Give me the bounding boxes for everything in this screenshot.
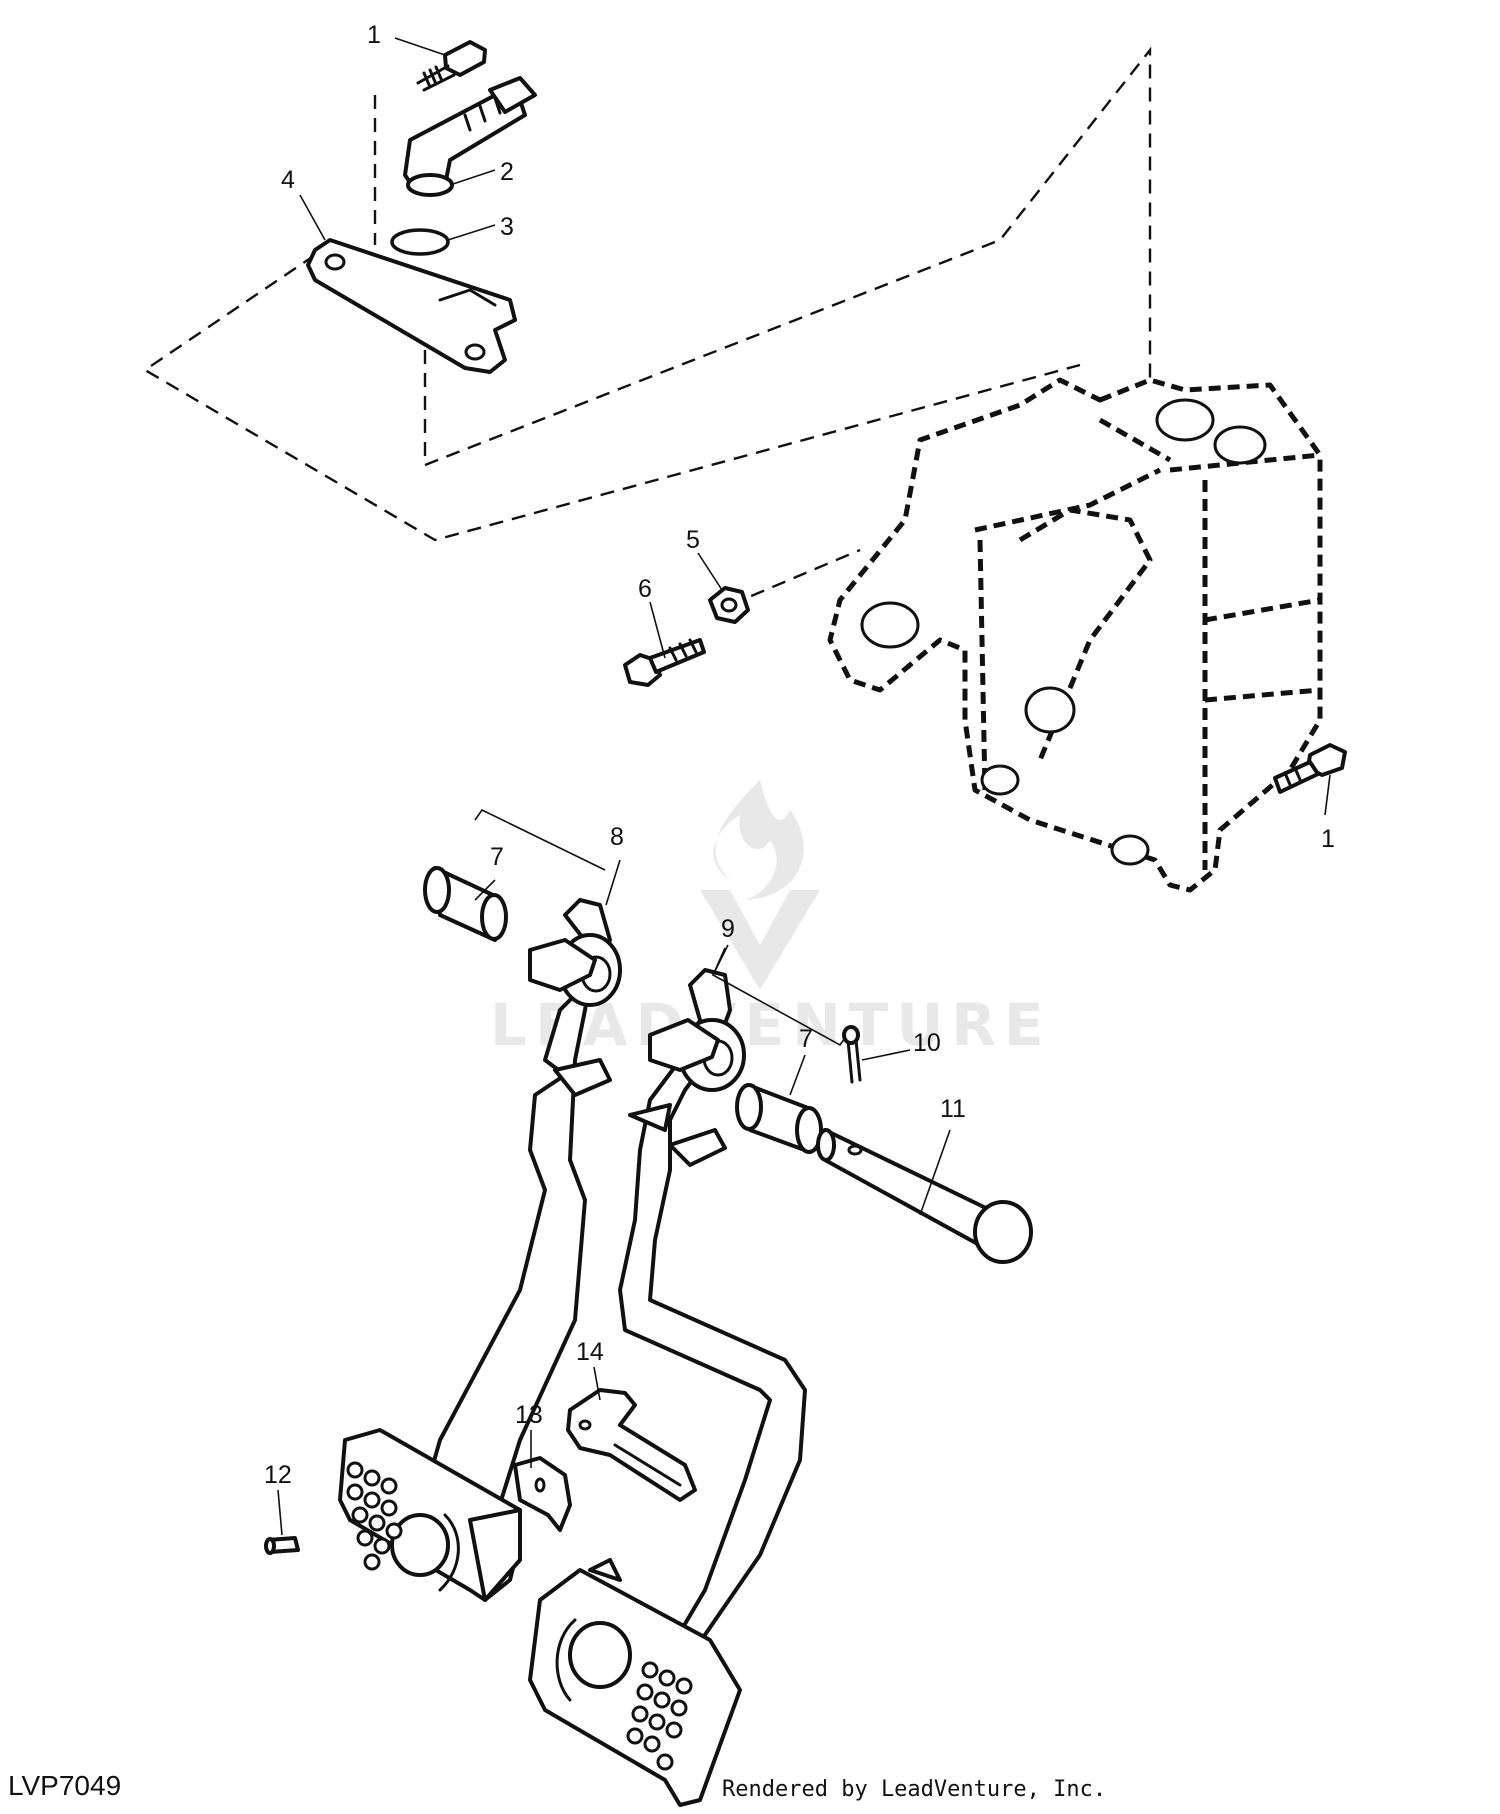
callout-4: 4 bbox=[281, 166, 295, 194]
bolt-right bbox=[1273, 743, 1347, 794]
pedal-left bbox=[338, 898, 622, 1602]
callout-5: 5 bbox=[686, 526, 700, 554]
callout-3: 3 bbox=[500, 213, 514, 241]
spring-clip bbox=[513, 1456, 572, 1532]
flange-nut bbox=[708, 586, 750, 624]
mounting-plate bbox=[306, 238, 517, 374]
o-ring bbox=[390, 228, 450, 256]
callout-2: 2 bbox=[500, 158, 514, 186]
pivot-pin bbox=[816, 1128, 1033, 1264]
callout-10: 10 bbox=[913, 1029, 941, 1057]
callout-1-right: 1 bbox=[1321, 825, 1335, 853]
callout-1-top: 1 bbox=[367, 21, 381, 49]
leader-lines bbox=[277, 37, 1331, 1536]
pad-dimples-right bbox=[626, 1661, 693, 1771]
callout-9: 9 bbox=[721, 915, 735, 943]
callout-8: 8 bbox=[610, 823, 624, 851]
latch-link bbox=[566, 1388, 697, 1502]
callout-6: 6 bbox=[638, 575, 652, 603]
callouts: 1 2 3 4 5 6 1 8 7 9 7 10 11 14 13 12 bbox=[264, 21, 1335, 1489]
valve-housing bbox=[827, 377, 1323, 893]
callout-7-mid: 7 bbox=[799, 1025, 813, 1053]
bushing-right bbox=[735, 1083, 823, 1154]
roll-pin bbox=[264, 1536, 300, 1555]
callout-12: 12 bbox=[264, 1461, 292, 1489]
pedal-right bbox=[528, 968, 807, 1807]
callout-14: 14 bbox=[576, 1338, 604, 1366]
callout-11: 11 bbox=[940, 1095, 966, 1123]
callout-7-top: 7 bbox=[490, 843, 504, 871]
credit-text: Rendered by LeadVenture, Inc. bbox=[722, 1777, 1107, 1802]
bushing-left bbox=[423, 866, 508, 942]
bolt-top bbox=[416, 40, 487, 92]
figure-id: LVP7049 bbox=[8, 1770, 122, 1801]
pad-dimples-left bbox=[346, 1461, 403, 1571]
callout-13: 13 bbox=[515, 1401, 543, 1429]
cotter-pin bbox=[842, 1025, 862, 1084]
elbow-fitting bbox=[403, 76, 537, 197]
bolt-6 bbox=[623, 638, 706, 687]
